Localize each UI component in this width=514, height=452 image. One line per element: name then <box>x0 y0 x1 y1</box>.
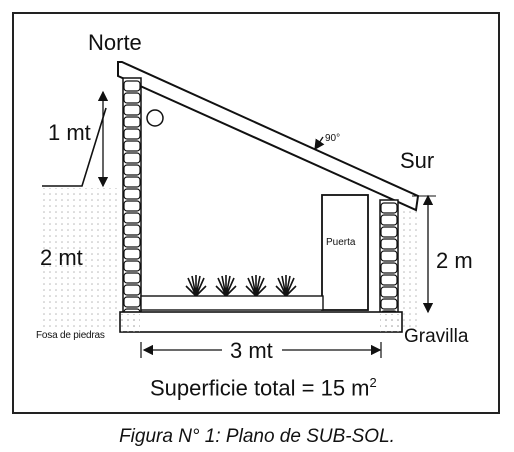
brick <box>123 296 141 308</box>
roof <box>117 61 420 212</box>
brick <box>123 140 141 152</box>
brick <box>123 284 141 296</box>
brick <box>123 212 141 224</box>
plants <box>185 275 297 297</box>
vent-circle <box>146 109 164 127</box>
brick <box>123 260 141 272</box>
brick <box>380 250 398 262</box>
stone-pit-base <box>120 314 140 332</box>
brick <box>123 176 141 188</box>
angle-arrow <box>314 136 325 151</box>
brick <box>380 226 398 238</box>
door <box>321 194 369 311</box>
north-label: Norte <box>88 30 142 55</box>
plant <box>245 275 267 297</box>
door-label: Puerta <box>326 237 356 248</box>
gravel-base <box>380 314 400 332</box>
gravel-label: Gravilla <box>404 326 469 347</box>
plant <box>215 275 237 297</box>
south-label: Sur <box>400 148 435 173</box>
brick <box>123 272 141 284</box>
brick <box>380 214 398 226</box>
plant <box>275 275 297 297</box>
brick <box>123 188 141 200</box>
plant <box>185 275 207 297</box>
stone-pit-label: Fosa de piedras <box>36 330 105 341</box>
brick <box>380 262 398 274</box>
brick <box>123 224 141 236</box>
brick <box>380 202 398 214</box>
brick <box>123 104 141 116</box>
area-exponent: 2 <box>369 375 377 390</box>
brick <box>123 92 141 104</box>
area-label-text: Superficie total = 15 m <box>150 375 370 401</box>
angle-label: 90° <box>325 133 341 144</box>
brick <box>380 274 398 286</box>
brick <box>123 152 141 164</box>
brick <box>123 116 141 128</box>
floor-slab <box>119 311 403 333</box>
brick <box>380 298 398 310</box>
brick <box>123 80 141 92</box>
figure-caption: Figura N° 1: Plano de SUB-SOL. <box>119 426 395 447</box>
north-lower-height-label: 2 mt <box>40 245 83 270</box>
brick <box>123 236 141 248</box>
brick <box>123 128 141 140</box>
brick <box>380 238 398 250</box>
brick <box>123 248 141 260</box>
brick <box>380 286 398 298</box>
south-height-label: 2 m <box>436 248 473 273</box>
brick <box>123 164 141 176</box>
planting-bed <box>140 295 324 311</box>
figure-frame <box>12 12 500 414</box>
ground-left <box>40 188 120 328</box>
area-label: Superficie total = 15 m2 <box>150 376 377 399</box>
width-label: 3 mt <box>230 338 273 363</box>
north-upper-height-label: 1 mt <box>48 120 91 145</box>
ground-right <box>400 210 420 330</box>
brick <box>123 200 141 212</box>
